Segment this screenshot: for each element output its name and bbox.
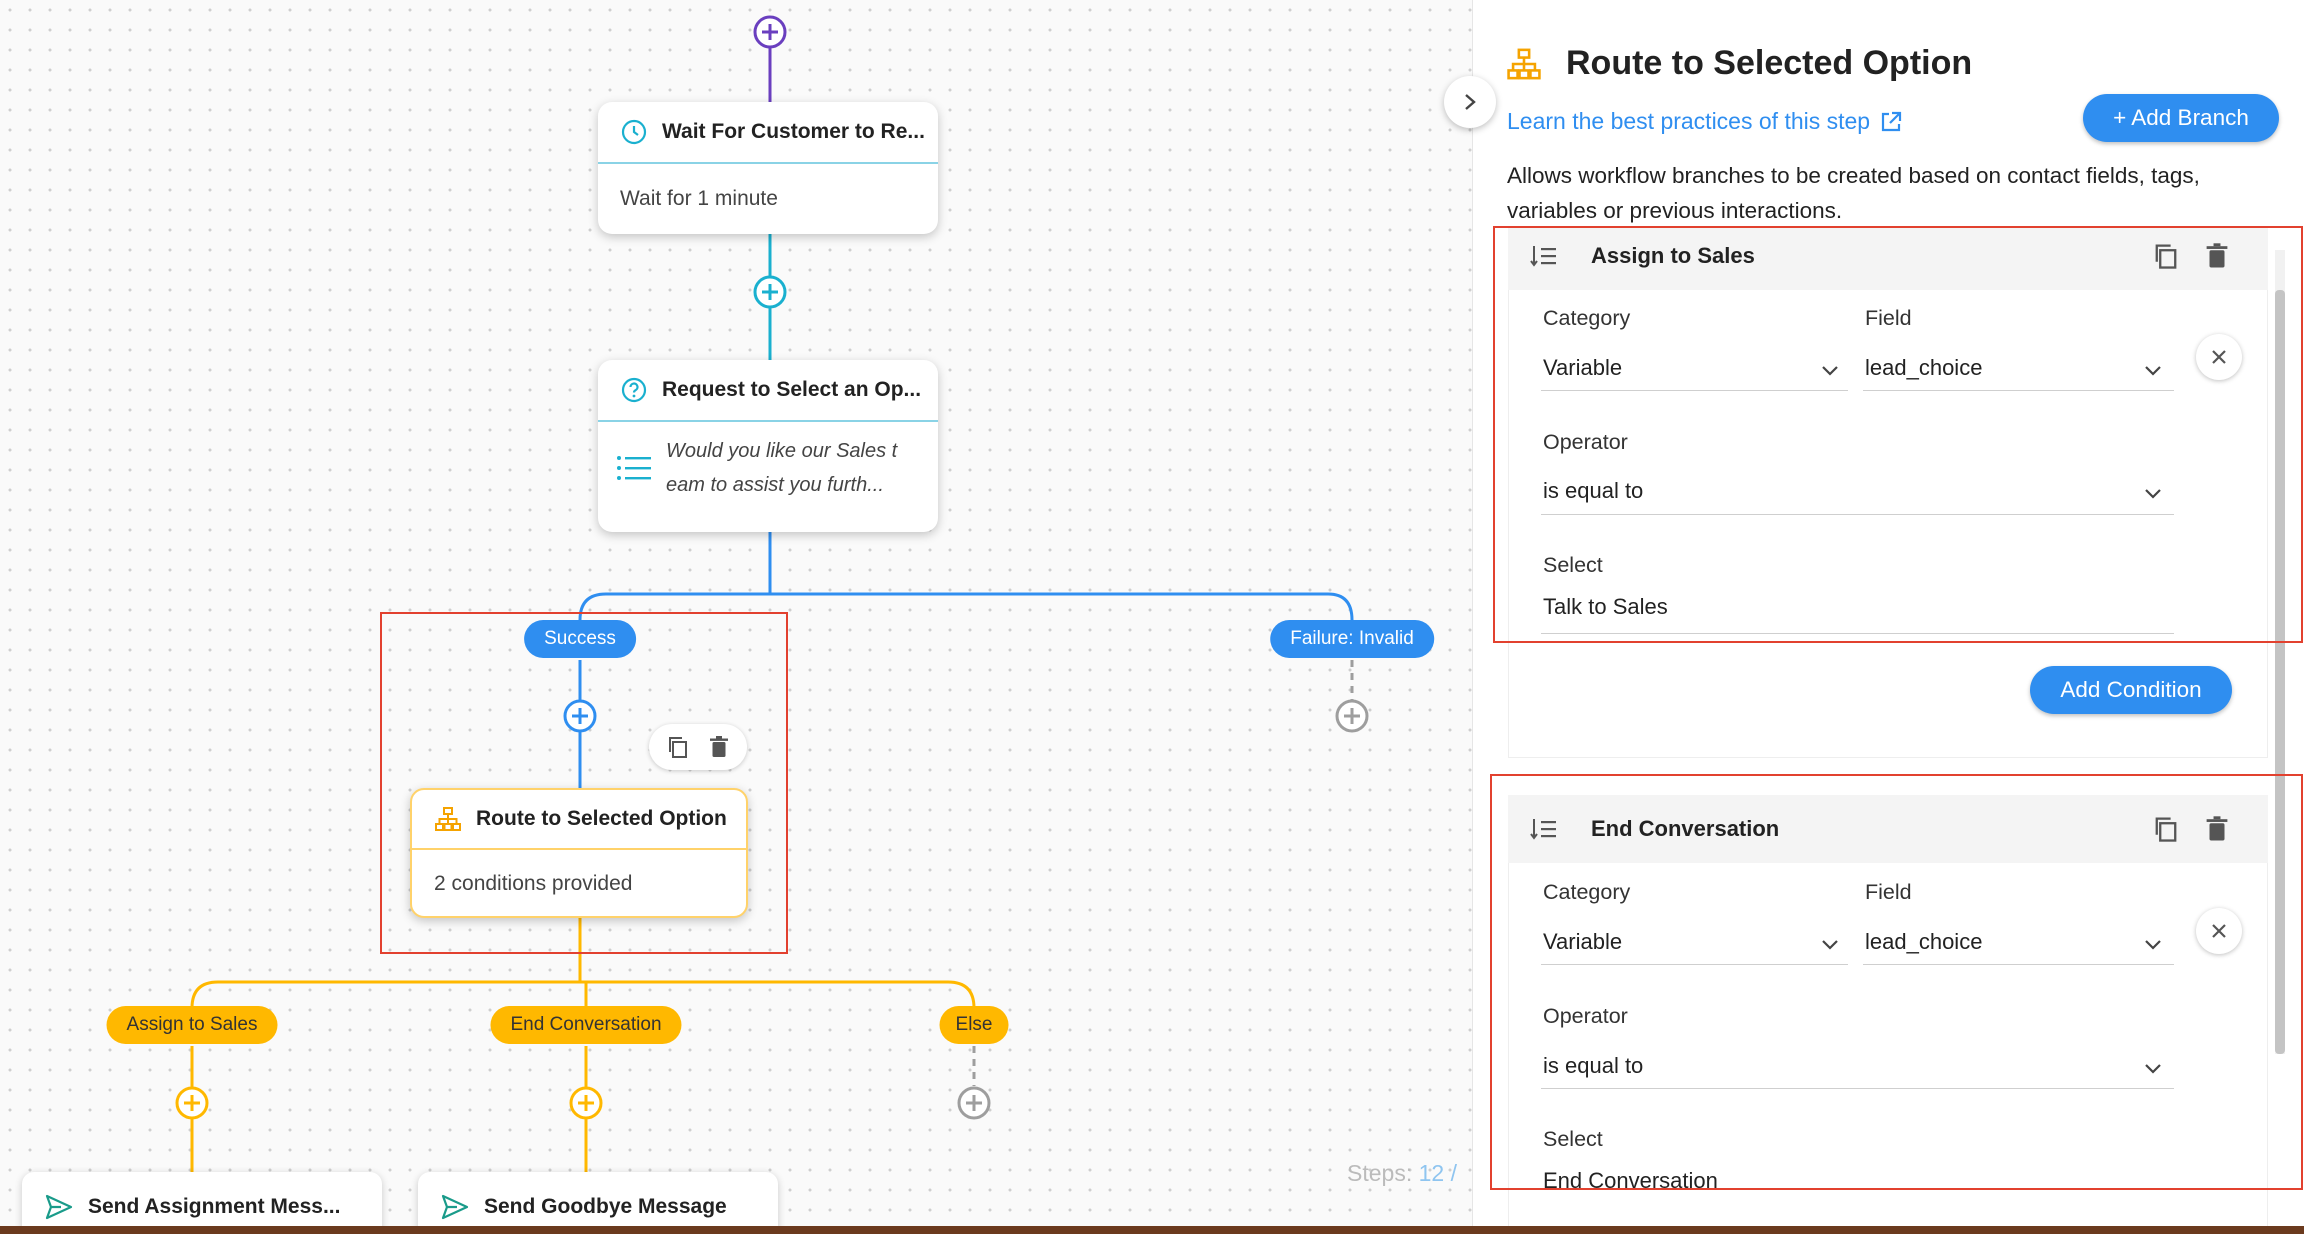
add-step-icon[interactable] [752, 14, 788, 50]
workflow-canvas[interactable]: Wait For Customer to Re... Wait for 1 mi… [0, 0, 1472, 1234]
request-node-message-line2: eam to assist you furth... [666, 468, 897, 502]
highlight-box [1493, 226, 2303, 643]
panel-description: Allows workflow branches to be created b… [1507, 158, 2267, 228]
chevron-right-icon [1462, 92, 1478, 112]
send-goodbye-node[interactable]: Send Goodbye Message [418, 1172, 778, 1234]
sitemap-icon [434, 805, 462, 833]
external-link-icon [1878, 109, 1904, 135]
delete-icon[interactable] [706, 734, 732, 760]
add-step-icon[interactable] [956, 1085, 992, 1121]
send-goodbye-title: Send Goodbye Message [484, 1195, 727, 1219]
clock-icon [620, 118, 648, 146]
send-assignment-node[interactable]: Send Assignment Mess... [22, 1172, 382, 1234]
branch-chip-end-conversation[interactable]: End Conversation [490, 1006, 681, 1044]
request-node-title: Request to Select an Op... [662, 378, 921, 402]
route-node[interactable]: Route to Selected Option 2 conditions pr… [410, 788, 748, 918]
send-assignment-title: Send Assignment Mess... [88, 1195, 340, 1219]
branch-chip-assign-to-sales[interactable]: Assign to Sales [107, 1006, 278, 1044]
send-icon [440, 1193, 470, 1221]
steps-value: 12 / [1419, 1160, 1457, 1186]
steps-label: Steps: [1347, 1160, 1412, 1186]
panel-title: Route to Selected Option [1566, 44, 1972, 83]
route-node-title: Route to Selected Option [476, 807, 727, 831]
best-practices-link-text: Learn the best practices of this step [1507, 108, 1870, 135]
branch-chip-failure[interactable]: Failure: Invalid [1270, 620, 1434, 658]
add-step-icon[interactable] [1334, 698, 1370, 734]
highlight-box [1490, 774, 2303, 1190]
add-condition-button[interactable]: Add Condition [2030, 666, 2232, 714]
wait-node[interactable]: Wait For Customer to Re... Wait for 1 mi… [598, 102, 938, 234]
bottom-edge [0, 1226, 2304, 1234]
collapse-panel-button[interactable] [1444, 76, 1496, 128]
steps-counter: Steps: 12 / [1347, 1160, 1457, 1187]
wait-node-body: Wait for 1 minute [598, 164, 938, 234]
add-step-icon[interactable] [568, 1085, 604, 1121]
add-step-icon[interactable] [174, 1085, 210, 1121]
question-icon [620, 376, 648, 404]
list-icon [616, 453, 652, 483]
add-branch-button[interactable]: + Add Branch [2083, 94, 2279, 142]
sitemap-icon [1506, 46, 1542, 82]
add-step-icon[interactable] [752, 274, 788, 310]
panel-description-line1: Allows workflow branches to be created b… [1507, 158, 2267, 193]
node-toolbar [649, 724, 747, 770]
request-node-message-line1: Would you like our Sales t [666, 434, 897, 468]
route-node-body: 2 conditions provided [412, 850, 746, 918]
best-practices-link[interactable]: Learn the best practices of this step [1507, 108, 1904, 135]
copy-icon[interactable] [665, 734, 691, 760]
request-option-node[interactable]: Request to Select an Op... Would you lik… [598, 360, 938, 532]
panel-description-line2: variables or previous interactions. [1507, 193, 2267, 228]
branch-chip-else[interactable]: Else [940, 1006, 1009, 1044]
wait-node-title: Wait For Customer to Re... [662, 120, 925, 144]
send-icon [44, 1193, 74, 1221]
